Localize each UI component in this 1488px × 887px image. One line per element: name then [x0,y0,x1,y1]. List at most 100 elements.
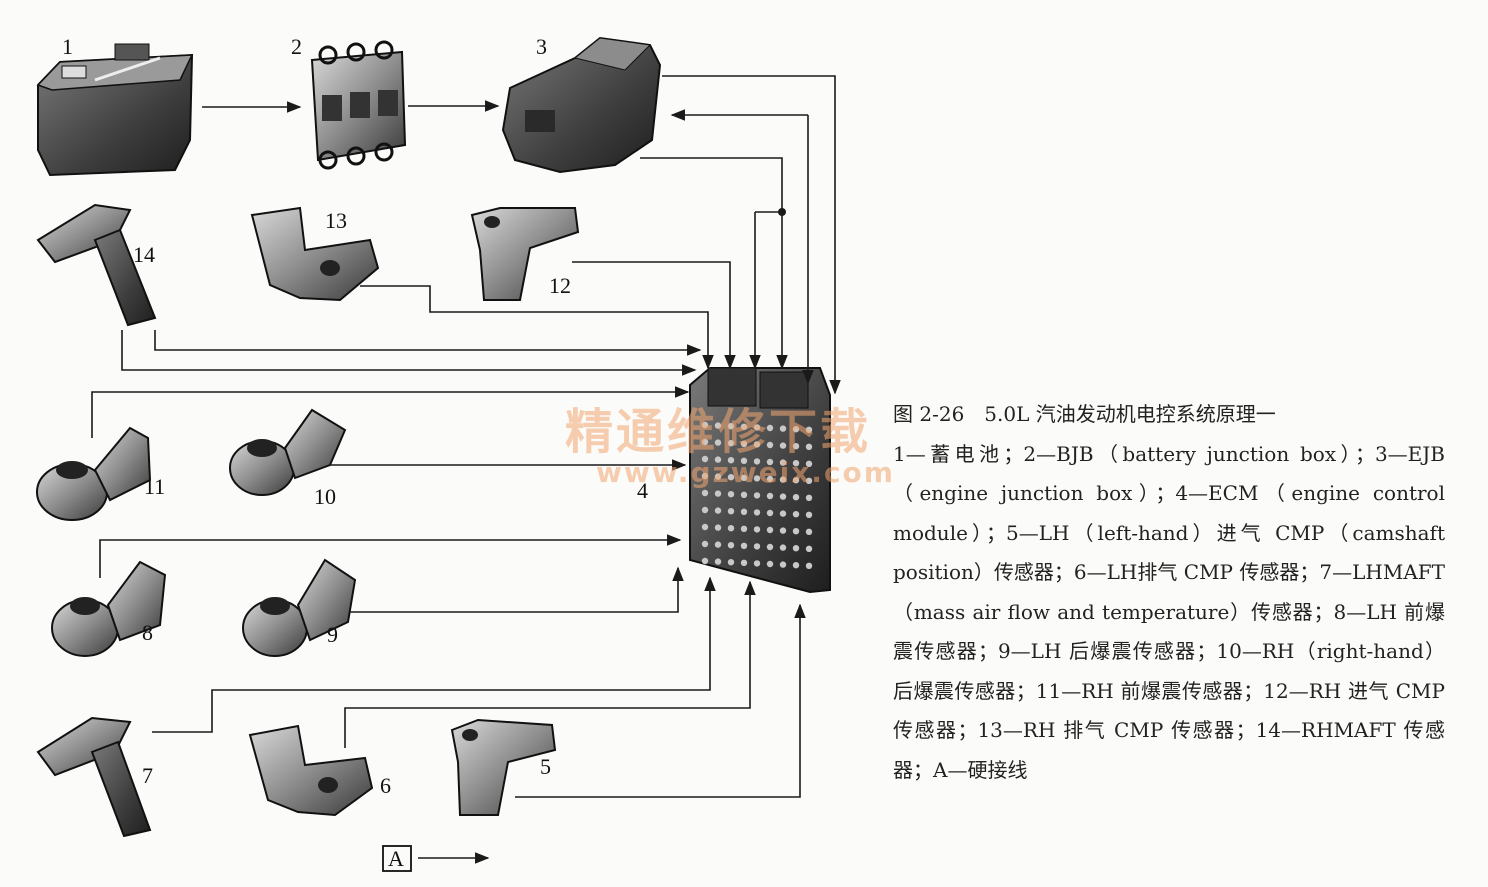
ecm-pin [740,440,748,447]
legend-a-box [382,845,412,872]
ecm-pin [740,508,748,515]
ecm-pin [779,442,787,449]
label-10: 10 [314,484,336,509]
ecm-pin [727,559,735,566]
bjb-component [310,40,407,170]
ecm-pin [766,526,774,534]
ecm-pin [779,476,787,483]
ecm-pin [792,528,800,535]
ecm-pin [740,474,748,481]
ecm-pin [779,527,787,534]
ecm-pin [753,509,761,516]
ecm-pin [740,457,748,464]
lh-front-knock-sensor-8 [51,560,167,657]
ecm-pin [701,421,709,429]
ecm-pin [766,509,774,517]
ecm-pin [740,423,748,430]
ecm-pin [779,493,787,500]
ecm-pin [779,510,787,517]
ecm-pin [792,426,800,433]
ecm-pin [805,528,813,535]
ecm-pin [740,491,748,498]
ecm-pin [753,424,761,431]
label-1: 1 [62,34,73,59]
ecm-pin [727,457,735,464]
ecm-pin [766,492,774,500]
ecm-pin [753,526,761,533]
label-5: 5 [540,754,551,779]
lh-exhaust-cmp-sensor-6 [248,724,374,817]
ecm-pin [805,562,813,569]
label-13: 13 [325,208,347,233]
ecm-pin [792,545,800,552]
caption-body: 1—蓄电池；2—BJB（battery junction box）；3—EJB（… [893,441,1445,782]
label-8: 8 [142,620,153,645]
ecm-pin [727,423,735,430]
ecm-pin [701,540,709,548]
ecm-pin [701,506,709,514]
wiring [91,75,841,864]
junction-dot [778,208,786,216]
ecm-pin [753,560,761,567]
ecm-pin [701,557,709,565]
ecm-pin [714,473,722,480]
label-9: 9 [327,622,338,647]
ecm-pin [740,542,748,549]
ecm-pin [714,422,722,429]
ecm-pin [701,472,709,480]
ecm-pin [779,459,787,466]
ecm-pin [753,492,761,499]
watermark-url: www.gzweix.com [596,456,895,489]
ecm-pin [753,441,761,448]
ecm-pin [766,560,774,568]
ecm-pin [714,541,722,548]
label-12: 12 [549,273,571,298]
ecm-pin [792,477,800,484]
ecm-pin [792,562,800,569]
ecm-pin [701,455,709,463]
rh-front-knock-sensor-11 [36,426,152,521]
ecm-pin [805,545,813,552]
ecm-pin [727,474,735,481]
ecm-pin [792,443,800,450]
rh-intake-cmp-sensor-12 [470,207,580,301]
ecm-pin [766,475,774,483]
ecm-pin [805,494,813,501]
ecm-pin [805,426,813,433]
ecm-pin [792,511,800,518]
ecm-pin [727,542,735,549]
label-11: 11 [144,474,165,499]
ecm-pin [753,543,761,550]
caption-title: 图 2-26 5.0L 汽油发动机电控系统原理一 [893,402,1276,426]
watermark-cn: 精通维修下载 [565,404,871,460]
legend-a-label: A [388,846,404,871]
ecm-pin [805,443,813,450]
ecm-pin [727,440,735,447]
ecm-pin [753,475,761,482]
lh-intake-cmp-sensor-5 [450,718,557,816]
battery-component [36,43,194,177]
ecm-pin [714,558,722,565]
label-14: 14 [133,242,155,267]
ecm-pin [792,494,800,501]
rh-exhaust-cmp-sensor-13 [250,206,380,302]
label-7: 7 [142,763,153,788]
ecm-pin [766,424,774,432]
ecm-pin [753,458,761,465]
ecm-pin [701,438,709,446]
ecm-component [689,367,831,594]
ecm-pin [779,425,787,432]
ecm-pin [714,507,722,514]
ecm-pin [805,460,813,467]
rh-maft-sensor-14 [36,203,157,327]
ecm-pin [766,543,774,551]
label-4: 4 [637,478,648,503]
ecm-pin [805,511,813,518]
ecm-pin [714,490,722,497]
lh-rear-knock-sensor-9 [242,558,357,657]
ecm-pin [792,460,800,467]
ecm-pin [766,458,774,466]
ecm-pin [714,439,722,446]
ecm-pin [740,559,748,566]
